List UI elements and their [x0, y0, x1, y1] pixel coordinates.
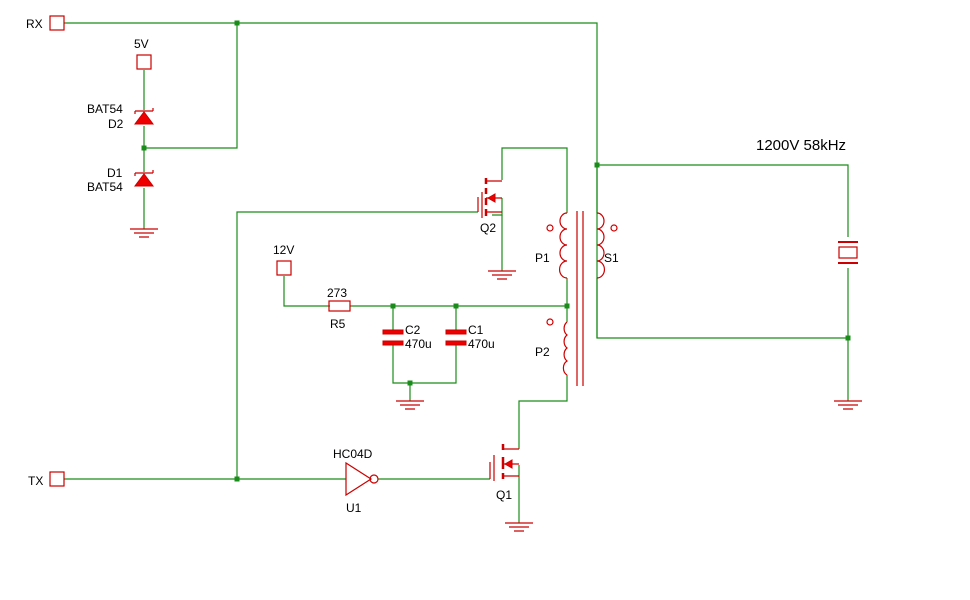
supply-5v: 5V: [134, 37, 152, 70]
rx-port-label: RX: [26, 17, 43, 31]
junction: [845, 335, 851, 341]
rx-port: RX: [26, 15, 65, 31]
inverter-u1-bubble: [369, 474, 379, 484]
rx-net: [64, 22, 848, 339]
transformer-p2-dot: [546, 318, 554, 326]
junction: [594, 162, 600, 168]
capacitor-c2-plate: [382, 329, 404, 335]
diode-d2-value: BAT54: [87, 102, 123, 116]
diode-d2-body: [134, 111, 154, 125]
center-tap-net: [283, 276, 330, 307]
rx-diode-branch: [144, 23, 238, 149]
ground-q1: [505, 522, 533, 532]
junction: [141, 145, 147, 151]
supply-5v-box: [136, 54, 152, 70]
junctions: [141, 20, 851, 482]
supply-12v-label: 12V: [273, 243, 294, 257]
wires: [64, 22, 849, 523]
ground-d1: [130, 228, 158, 238]
transformer-p1-dot: [546, 224, 554, 232]
resistor-r5: 273 R5: [327, 286, 351, 331]
mosfet-q2: Q2: [477, 178, 502, 235]
junction: [234, 20, 240, 26]
transformer-p2-label: P2: [535, 345, 550, 359]
piezo-plates: [838, 241, 858, 264]
transformer-s1-label: S1: [604, 251, 619, 265]
cap-ground: [392, 345, 457, 384]
junction: [453, 303, 459, 309]
transformer-core: [576, 211, 584, 386]
capacitor-c1: C1 470u: [445, 323, 495, 351]
tx-port: TX: [28, 471, 65, 488]
supply-12v: 12V: [273, 243, 294, 276]
ground-caps: [396, 400, 424, 410]
ground-icon: [834, 400, 862, 410]
diode-d1-ref: D1: [107, 166, 123, 180]
transformer-s1-coil: [596, 212, 605, 279]
capacitor-c1-plate: [445, 340, 467, 346]
junction: [234, 476, 240, 482]
ground-crystal: [834, 400, 862, 410]
capacitor-c2: C2 470u: [382, 323, 432, 351]
tx-port-box: [49, 471, 65, 487]
inverter-u1-triangle: [345, 461, 373, 497]
piezo-element: [838, 241, 858, 264]
capacitor-c2-value: 470u: [405, 337, 432, 351]
q2-drain: [501, 147, 568, 213]
mosfet-q1: Q1: [489, 444, 519, 502]
resistor-r5-value: 273: [327, 286, 347, 300]
junction: [390, 303, 396, 309]
ground-q2: [488, 270, 516, 280]
mosfet-q1-ref: Q1: [496, 488, 512, 502]
junction: [564, 303, 570, 309]
rx-port-box: [49, 15, 65, 31]
diode-d2-ref: D2: [108, 117, 124, 131]
diode-d1: D1 BAT54: [87, 166, 154, 194]
inverter-u1-ref: U1: [346, 501, 362, 515]
transformer-s1-dot: [610, 224, 618, 232]
q1-drain: [518, 375, 568, 449]
piezo-body: [838, 246, 858, 259]
diode-d2-bar: [134, 108, 154, 114]
tx-gate-branch: [236, 211, 478, 479]
mosfet-q1-arrow: [503, 459, 513, 469]
supply-12v-box: [276, 260, 292, 276]
inverter-u1-value: HC04D: [333, 447, 373, 461]
capacitor-c2-ref: C2: [405, 323, 421, 337]
s1-top: [596, 164, 849, 237]
transformer-p2-coil: [562, 321, 569, 376]
ground-icon: [396, 400, 424, 410]
output-annotation: 1200V 58kHz: [756, 137, 846, 154]
tx-port-label: TX: [28, 474, 43, 488]
capacitor-c1-value: 470u: [468, 337, 495, 351]
transformer-p1-coil: [559, 212, 568, 279]
diode-d1-bar: [134, 170, 154, 176]
ground-icon: [488, 270, 516, 280]
diode-d2: BAT54 D2: [87, 102, 154, 131]
capacitor-c1-plate: [445, 329, 467, 335]
resistor-r5-ref: R5: [330, 317, 346, 331]
inverter-u1: HC04D U1: [333, 447, 379, 515]
capacitor-c1-ref: C1: [468, 323, 484, 337]
ground-icon: [505, 522, 533, 532]
mosfet-q2-ref: Q2: [480, 221, 496, 235]
capacitor-c2-plate: [382, 340, 404, 346]
transformer-p1-label: P1: [535, 251, 550, 265]
mosfet-q2-arrow: [486, 193, 496, 203]
transformer: P1 P2 S1: [535, 211, 619, 386]
ground-icon: [130, 228, 158, 238]
supply-5v-label: 5V: [134, 37, 149, 51]
junction: [407, 380, 413, 386]
resistor-r5-body: [328, 300, 351, 312]
diode-d1-body: [134, 173, 154, 187]
diode-d1-value: BAT54: [87, 180, 123, 194]
